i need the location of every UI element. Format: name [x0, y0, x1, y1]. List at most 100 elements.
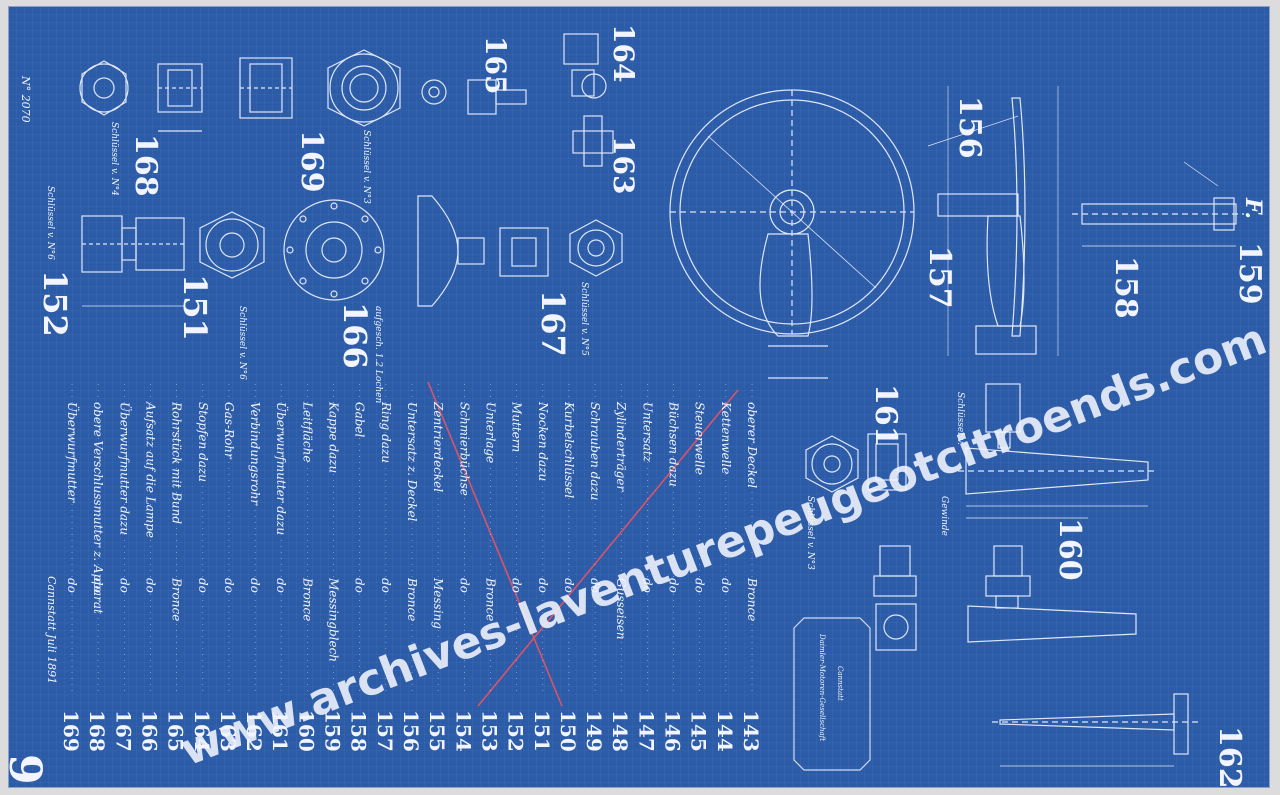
- part-material: Bronce: [170, 577, 184, 621]
- part-name: Untersatz z. Deckel: [405, 402, 419, 522]
- part-material: Bronce: [745, 577, 759, 621]
- part-number: 155: [425, 710, 449, 752]
- parts-list-row: Kurbelschlüssel do 150: [556, 384, 580, 752]
- part-labels: 168 169 165 164 163 156 157 158 159 152 …: [36, 24, 1267, 789]
- part-material: do: [353, 578, 367, 593]
- part-number: 163: [216, 710, 240, 752]
- part-name: Schrauben dazu: [588, 402, 602, 501]
- caption-169: Schlüssel v. N°3: [361, 130, 371, 204]
- part-164-drawing: [563, 33, 607, 99]
- part-name: Büchsen dazu: [667, 401, 681, 487]
- part-name: Zentrierdeckel: [431, 401, 445, 492]
- part-165-drawing: [421, 79, 527, 115]
- part-169-drawing: [239, 49, 401, 127]
- part-material: do: [379, 578, 393, 593]
- handwheel-drawing: [669, 89, 915, 379]
- part-name: Stopfen dazu: [196, 402, 210, 482]
- corner-note: N° 2070: [19, 75, 32, 123]
- part-number: 159: [321, 710, 345, 752]
- blueprint-drawing: Daimler-Motoren-Gesellschaft Cannstatt 1…: [0, 24, 1273, 789]
- part-captions: Schlüssel v. N°4 Schlüssel v. N°3 Schlüs…: [45, 122, 1266, 570]
- part-number-159: 159: [1232, 242, 1267, 305]
- caption-152: Schlüssel v. N°6: [45, 186, 55, 260]
- part-name: Überwurfmutter dazu: [274, 402, 290, 535]
- part-162-drawing: [992, 693, 1198, 767]
- part-number: 167: [111, 710, 135, 752]
- stamp-line-2: Cannstatt: [836, 666, 844, 701]
- part-number: 154: [451, 710, 475, 752]
- part-156-drawing: [937, 86, 1059, 356]
- part-number: 151: [530, 710, 554, 752]
- part-material: do: [693, 578, 707, 593]
- part-number: 144: [713, 710, 737, 752]
- part-number-169: 169: [294, 130, 329, 193]
- caption-159: F.: [1240, 197, 1266, 219]
- part-number: 162: [242, 710, 266, 752]
- parts-list-row: Kettenwelle do 144: [713, 384, 737, 752]
- part-number-163: 163: [607, 136, 640, 194]
- part-160-drawing: [873, 383, 1158, 651]
- blueprint-sheet: Daimler-Motoren-Gesellschaft Cannstatt 1…: [0, 6, 1273, 789]
- part-name: Kettenwelle: [719, 401, 733, 474]
- part-number: 157: [373, 710, 397, 752]
- part-material: do: [457, 578, 471, 593]
- part-number-151: 151: [176, 274, 214, 341]
- part-material: do: [248, 578, 262, 593]
- part-material: do: [536, 578, 550, 593]
- part-number: 143: [739, 710, 763, 752]
- caption-168: Schlüssel v. N°4: [109, 122, 119, 196]
- part-number-162: 162: [1212, 726, 1247, 788]
- part-number: 166: [137, 710, 161, 752]
- part-material: do: [588, 578, 602, 593]
- part-name: Verbindungsrohr: [248, 402, 262, 506]
- parts-list: oberer DeckelBronce143Kettenwelledo144St…: [59, 384, 763, 752]
- part-number: 152: [504, 710, 528, 752]
- part-name: Kurbelschlüssel: [562, 401, 576, 498]
- part-163-drawing: [572, 115, 614, 167]
- caption-161: Schlüssel v. N°3: [805, 496, 815, 570]
- part-168-drawing: [79, 60, 203, 132]
- part-name: Zylinderträger: [614, 401, 628, 493]
- part-material: do: [143, 578, 157, 593]
- part-number: 148: [608, 710, 632, 752]
- part-number: 165: [164, 710, 188, 752]
- part-number-161: 161: [868, 384, 903, 447]
- part-number-157: 157: [922, 246, 957, 309]
- caption-151: Schlüssel v. N°6: [237, 306, 247, 380]
- part-material: Bronce: [405, 577, 419, 621]
- part-number: 150: [556, 710, 580, 752]
- sheet-number: 9: [8, 754, 50, 785]
- part-material: do: [719, 578, 733, 593]
- company-stamp: Daimler-Motoren-Gesellschaft Cannstatt: [793, 617, 871, 771]
- part-material: do: [562, 578, 576, 593]
- part-166-drawing: [283, 195, 485, 307]
- part-number: 158: [347, 710, 371, 752]
- caption-160b: Gewinde: [939, 496, 949, 536]
- part-name: Nocken dazu: [536, 401, 550, 481]
- part-name: oberer Deckel: [745, 402, 759, 488]
- part-number-160: 160: [1052, 518, 1087, 581]
- part-name: obere Verschlussmutter z. Apparat: [91, 402, 105, 614]
- part-name: Kappe dazu: [327, 401, 341, 473]
- part-152-drawing: [81, 215, 185, 307]
- part-material: do: [510, 578, 524, 593]
- signature: Cannstatt Juli 1891: [45, 576, 58, 684]
- part-material: do: [640, 578, 654, 593]
- parts-list-row: Ring dazu do 157: [373, 384, 397, 752]
- part-name: Ring dazu: [379, 401, 393, 463]
- part-name: Leitfläche: [300, 401, 314, 462]
